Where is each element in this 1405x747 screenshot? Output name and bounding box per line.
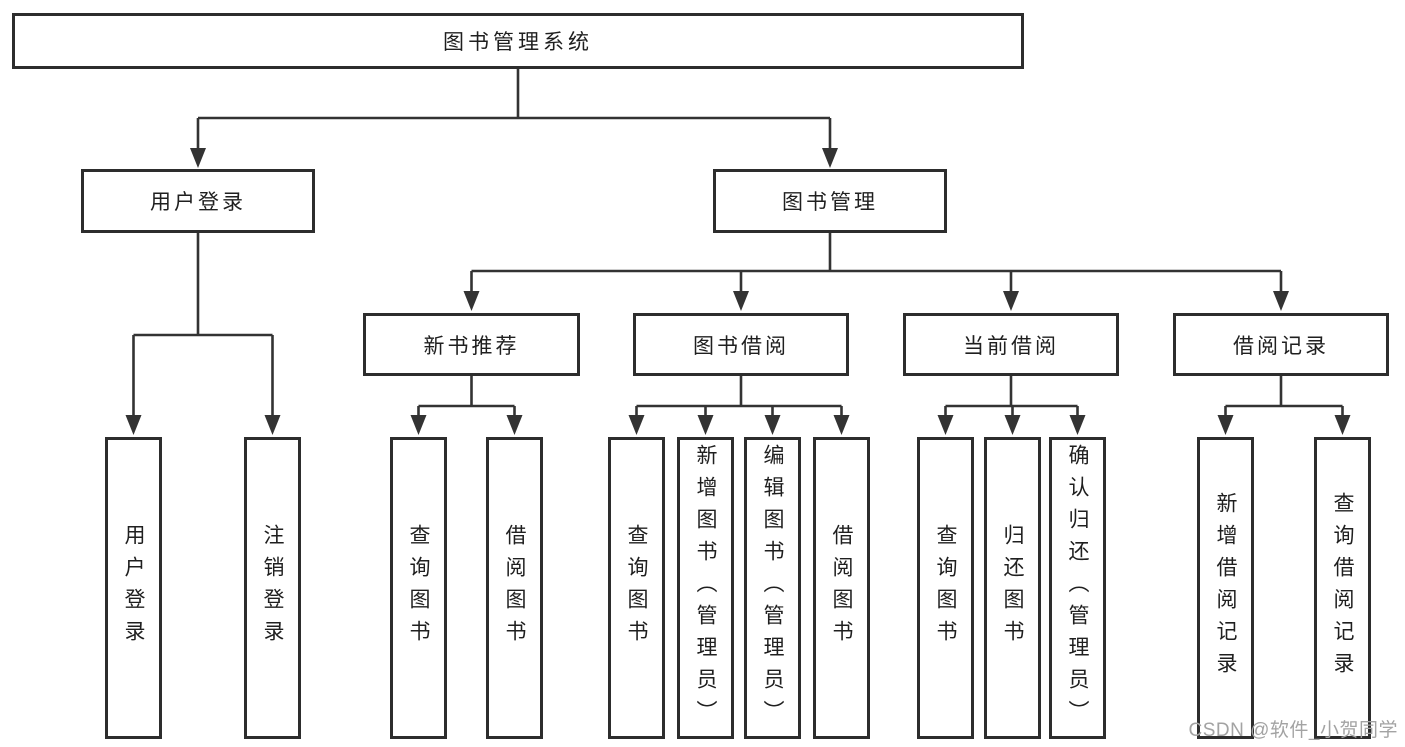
leaf-recommend-borrow-book: 借阅图书: [486, 437, 543, 739]
node-user-login: 用户登录: [81, 169, 315, 233]
leaf-borrow-query-book-label: 查询图书: [625, 524, 648, 652]
leaf-current-confirm-return-admin: 确认归还（管理员）: [1049, 437, 1106, 739]
leaf-current-query-book-label: 查询图书: [934, 524, 957, 652]
leaf-current-confirm-return-admin-label: 确认归还（管理员）: [1066, 444, 1089, 732]
node-current-borrow-label: 当前借阅: [963, 334, 1059, 358]
leaf-logout-label: 注销登录: [261, 524, 284, 652]
leaf-recommend-query-book: 查询图书: [390, 437, 447, 739]
node-book-management: 图书管理: [713, 169, 947, 233]
leaf-user-login: 用户登录: [105, 437, 162, 739]
node-book-management-label: 图书管理: [782, 191, 878, 214]
node-new-book-recommend: 新书推荐: [363, 313, 580, 376]
leaf-borrow-edit-book-admin-label: 编辑图书（管理员）: [761, 444, 784, 732]
node-book-borrow: 图书借阅: [633, 313, 849, 376]
node-borrow-records: 借阅记录: [1173, 313, 1389, 376]
node-new-book-recommend-label: 新书推荐: [423, 334, 520, 358]
leaf-borrow-query-book: 查询图书: [608, 437, 665, 739]
leaf-current-query-book: 查询图书: [917, 437, 974, 739]
leaf-user-login-label: 用户登录: [122, 524, 145, 652]
leaf-logout: 注销登录: [244, 437, 301, 739]
leaf-current-return-book: 归还图书: [984, 437, 1041, 739]
node-current-borrow: 当前借阅: [903, 313, 1119, 376]
node-borrow-records-label: 借阅记录: [1233, 334, 1329, 358]
leaf-records-query-record: 查询借阅记录: [1314, 437, 1371, 739]
leaf-records-add-record-label: 新增借阅记录: [1214, 492, 1237, 684]
leaf-borrow-borrow-book-label: 借阅图书: [830, 524, 853, 652]
node-user-login-label: 用户登录: [150, 191, 246, 214]
node-book-borrow-label: 图书借阅: [693, 334, 789, 358]
leaf-borrow-edit-book-admin: 编辑图书（管理员）: [744, 437, 801, 739]
csdn-watermark: CSDN @软件_小贺同学: [1188, 720, 1398, 741]
leaf-borrow-add-book-admin-label: 新增图书（管理员）: [694, 444, 717, 732]
leaf-recommend-borrow-book-label: 借阅图书: [503, 524, 526, 652]
node-root: 图书管理系统: [12, 13, 1024, 69]
leaf-current-return-book-label: 归还图书: [1001, 524, 1024, 652]
leaf-borrow-borrow-book: 借阅图书: [813, 437, 870, 739]
arrowheads: [125, 148, 1351, 435]
leaf-records-query-record-label: 查询借阅记录: [1331, 492, 1354, 684]
leaf-borrow-add-book-admin: 新增图书（管理员）: [677, 437, 734, 739]
node-root-label: 图书管理系统: [443, 31, 593, 54]
leaf-recommend-query-book-label: 查询图书: [407, 524, 430, 652]
leaf-records-add-record: 新增借阅记录: [1197, 437, 1254, 739]
